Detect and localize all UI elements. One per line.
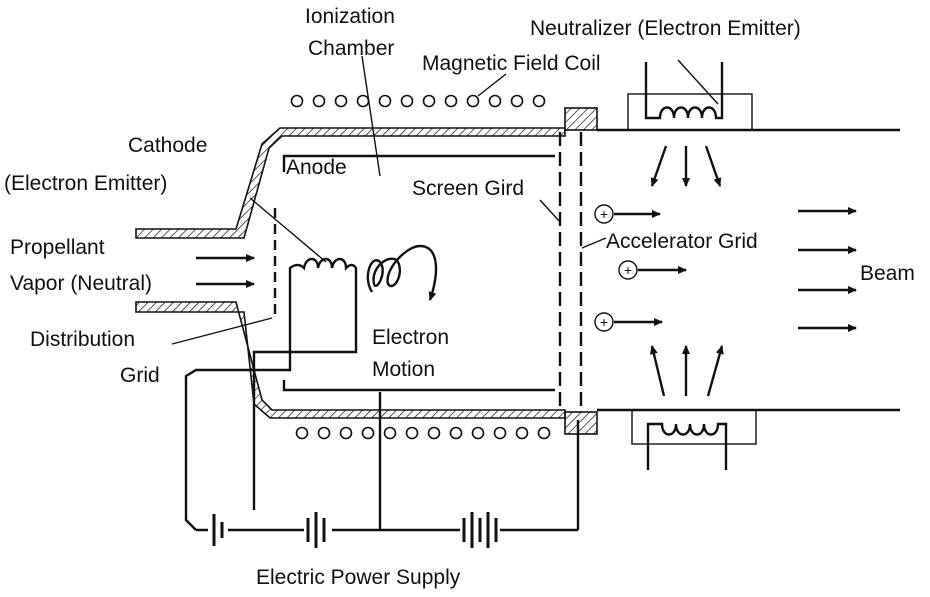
label-propellant-line1: Propellant <box>10 236 105 259</box>
neutralizer-bottom <box>631 409 757 470</box>
label-distribution-grid-line2: Grid <box>120 364 160 387</box>
label-beam: Beam <box>860 262 915 285</box>
label-accelerator-grid: Accelerator Grid <box>606 230 758 253</box>
label-propellant-line2: Vapor (Neutral) <box>10 272 152 295</box>
propellant-arrows <box>196 254 255 288</box>
beam-arrows <box>798 207 857 332</box>
label-distribution-grid-line1: Distribution <box>30 328 135 351</box>
magnetic-coil-bottom <box>295 426 551 440</box>
neutralizer-electron-arrows <box>649 145 724 397</box>
chamber-wall-top <box>135 127 566 239</box>
label-neutralizer: Neutralizer (Electron Emitter) <box>530 17 801 40</box>
neutralizer-top <box>627 62 753 131</box>
label-cathode-line2: (Electron Emitter) <box>4 172 167 195</box>
magnetic-coil-top <box>290 94 546 108</box>
label-ionization-chamber-line2: Chamber <box>308 37 394 60</box>
power-supply-circuit <box>196 392 580 548</box>
label-screen-grid: Screen Gird <box>412 177 524 200</box>
ion-1-symbol: + <box>600 206 608 222</box>
ion-2-symbol: + <box>624 262 632 278</box>
grid-frame-top <box>564 107 598 131</box>
cathode-filament <box>184 257 358 531</box>
ion-3-symbol: + <box>600 314 608 330</box>
ion-1: + <box>594 204 661 224</box>
electron-motion-spiral <box>366 244 438 301</box>
ion-2: + <box>618 260 687 280</box>
label-anode: Anode <box>286 156 347 179</box>
label-cathode-line1: Cathode <box>128 134 207 157</box>
label-electron-motion-line2: Motion <box>372 358 435 381</box>
grid-frame-bottom <box>564 411 598 435</box>
ion-3: + <box>594 312 663 332</box>
anode <box>282 154 555 392</box>
chamber-wall-bottom <box>135 301 566 419</box>
label-magnetic-field-coil: Magnetic Field Coil <box>422 52 601 75</box>
label-electron-motion-line1: Electron <box>372 326 449 349</box>
label-ionization-chamber-line1: Ionization <box>305 5 395 28</box>
label-power-supply: Electric Power Supply <box>256 566 461 589</box>
leader-lines <box>171 55 719 345</box>
